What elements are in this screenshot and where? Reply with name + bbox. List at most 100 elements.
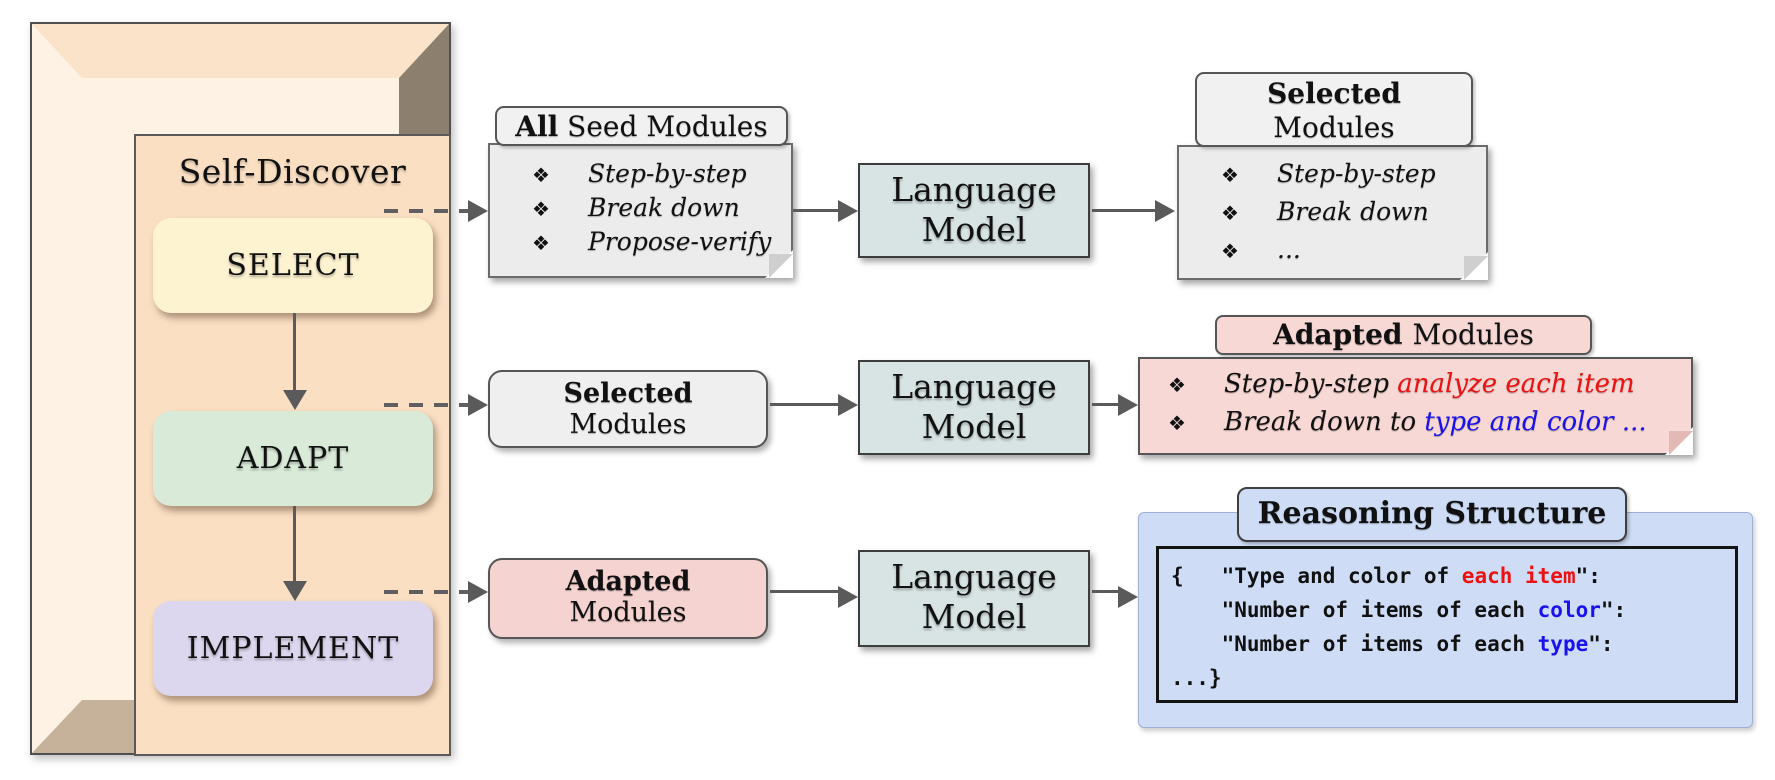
module-name: Break down to type and color ... xyxy=(1224,407,1647,437)
box-label-line2: Modules xyxy=(569,597,687,628)
text-segment: ": xyxy=(1588,632,1614,656)
arrow-right-icon xyxy=(838,394,858,416)
diamond-bullet-icon: ❖ xyxy=(532,163,550,187)
adapted-modules-box: Adapted Modules xyxy=(488,558,768,639)
tab-title-line1: Selected xyxy=(1267,77,1401,110)
module-name: Propose-verify xyxy=(588,227,772,256)
module-name: Step-by-step xyxy=(1277,159,1436,188)
selected-modules-note: ❖ Step-by-step ❖ Break down ❖ ... xyxy=(1177,145,1488,280)
list-item: ❖ Break down xyxy=(490,193,791,227)
text-segment: color xyxy=(1537,598,1601,622)
step-adapt-label: ADAPT xyxy=(236,441,350,476)
box-label-line2: Modules xyxy=(569,409,687,440)
code-line: "Number of items of each type": xyxy=(1171,627,1723,661)
selected-module-list: ❖ Step-by-step ❖ Break down ❖ ... xyxy=(1179,147,1486,273)
arrow-down-icon xyxy=(283,390,307,410)
list-item: ❖ ... xyxy=(1179,235,1486,273)
language-model-label-line2: Model xyxy=(921,210,1027,249)
module-name: Break down xyxy=(1277,197,1429,226)
language-model-box-2: Language Model xyxy=(858,360,1090,455)
reasoning-structure-panel: { "Type and color of each item": "Number… xyxy=(1138,512,1753,728)
text-segment: analyze each item xyxy=(1397,369,1635,399)
arrow-right-icon xyxy=(468,200,488,222)
code-line: ...} xyxy=(1171,661,1723,695)
language-model-label-line1: Language xyxy=(891,170,1057,209)
arrow-right-icon xyxy=(468,394,488,416)
module-name: Step-by-step analyze each item xyxy=(1224,369,1635,399)
all-seed-modules-tab: All Seed Modules xyxy=(495,106,788,146)
folded-corner-flap-icon xyxy=(1669,431,1693,455)
step-box-adapt: ADAPT xyxy=(153,411,433,506)
folded-corner-flap-icon xyxy=(1464,256,1488,280)
text-segment: ": xyxy=(1600,598,1627,622)
language-model-label-line2: Model xyxy=(921,407,1027,446)
framework-panel: Self-Discover SELECT ADAPT IMPLEMENT xyxy=(134,134,451,756)
step-box-select: SELECT xyxy=(153,218,433,313)
arrow-right-icon xyxy=(838,586,858,608)
text-segment: "Number of items of each xyxy=(1171,598,1538,622)
text-segment: Break down to xyxy=(1224,407,1425,437)
arrow-right-icon xyxy=(1118,394,1138,416)
adapted-module-list: ❖ Step-by-step analyze each item ❖ Break… xyxy=(1140,359,1691,445)
diamond-bullet-icon: ❖ xyxy=(1168,411,1186,435)
text-segment: { "Type and color of xyxy=(1171,564,1462,588)
module-name: Break down xyxy=(588,193,740,222)
arrow-right-icon xyxy=(1155,200,1175,222)
box-label-line1: Selected xyxy=(563,378,693,409)
framework-frame-bevel: Self-Discover SELECT ADAPT IMPLEMENT xyxy=(32,24,451,756)
language-model-box-1: Language Model xyxy=(858,163,1090,258)
flow-arrow xyxy=(793,209,840,212)
arrow-right-icon xyxy=(468,581,488,603)
flow-arrow xyxy=(1092,209,1156,212)
code-line: "Number of items of each color": xyxy=(1171,593,1723,627)
flow-arrow xyxy=(770,403,840,406)
flow-arrow xyxy=(770,590,840,593)
list-item: ❖ Break down to type and color ... xyxy=(1140,407,1691,445)
box-label-line1: Adapted xyxy=(565,566,691,597)
diamond-bullet-icon: ❖ xyxy=(1221,201,1239,225)
text-segment: each item xyxy=(1461,564,1576,588)
tab-title-bold: All xyxy=(515,110,559,143)
tab-title-rest: Modules xyxy=(1412,318,1534,351)
dashed-arrow-select xyxy=(384,209,468,213)
folded-corner-flap-icon xyxy=(769,254,793,278)
language-model-label-line1: Language xyxy=(891,367,1057,406)
arrow-right-icon xyxy=(1118,586,1138,608)
list-item: ❖ Step-by-step xyxy=(1179,159,1486,197)
tab-title-line2: Modules xyxy=(1273,111,1395,144)
reasoning-structure-tab: Reasoning Structure xyxy=(1237,487,1627,542)
diamond-bullet-icon: ❖ xyxy=(1168,373,1186,397)
tab-title-bold: Adapted xyxy=(1273,318,1403,351)
language-model-box-3: Language Model xyxy=(858,550,1090,647)
list-item: ❖ Step-by-step analyze each item xyxy=(1140,369,1691,407)
framework-frame: Self-Discover SELECT ADAPT IMPLEMENT xyxy=(30,22,451,756)
diamond-bullet-icon: ❖ xyxy=(532,231,550,255)
selected-modules-tab: Selected Modules xyxy=(1195,72,1473,147)
text-segment: type and color ... xyxy=(1424,407,1647,437)
code-line: { "Type and color of each item": xyxy=(1171,559,1723,593)
text-segment: ": xyxy=(1575,564,1601,588)
step-implement-label: IMPLEMENT xyxy=(186,631,400,666)
language-model-label-line2: Model xyxy=(921,597,1027,636)
dashed-arrow-adapt xyxy=(384,403,468,407)
flow-arrow-select-adapt xyxy=(293,313,296,390)
diamond-bullet-icon: ❖ xyxy=(1221,239,1239,263)
all-seed-modules-note: ❖ Step-by-step ❖ Break down ❖ Propose-ve… xyxy=(488,143,793,278)
text-segment: "Number of items of each xyxy=(1171,632,1538,656)
diamond-bullet-icon: ❖ xyxy=(532,197,550,221)
selected-modules-box: Selected Modules xyxy=(488,370,768,448)
list-item: ❖ Propose-verify xyxy=(490,227,791,261)
language-model-label-line1: Language xyxy=(891,557,1057,596)
flow-arrow-adapt-implement xyxy=(293,506,296,581)
flow-arrow xyxy=(1092,403,1120,406)
flow-arrow xyxy=(1092,590,1120,593)
module-name: ... xyxy=(1277,235,1301,264)
step-box-implement: IMPLEMENT xyxy=(153,601,433,696)
tab-title: Reasoning Structure xyxy=(1257,496,1607,531)
list-item: ❖ Break down xyxy=(1179,197,1486,235)
framework-title: Self-Discover xyxy=(178,152,407,191)
text-segment: Step-by-step xyxy=(1224,369,1398,399)
diamond-bullet-icon: ❖ xyxy=(1221,163,1239,187)
arrow-right-icon xyxy=(838,200,858,222)
